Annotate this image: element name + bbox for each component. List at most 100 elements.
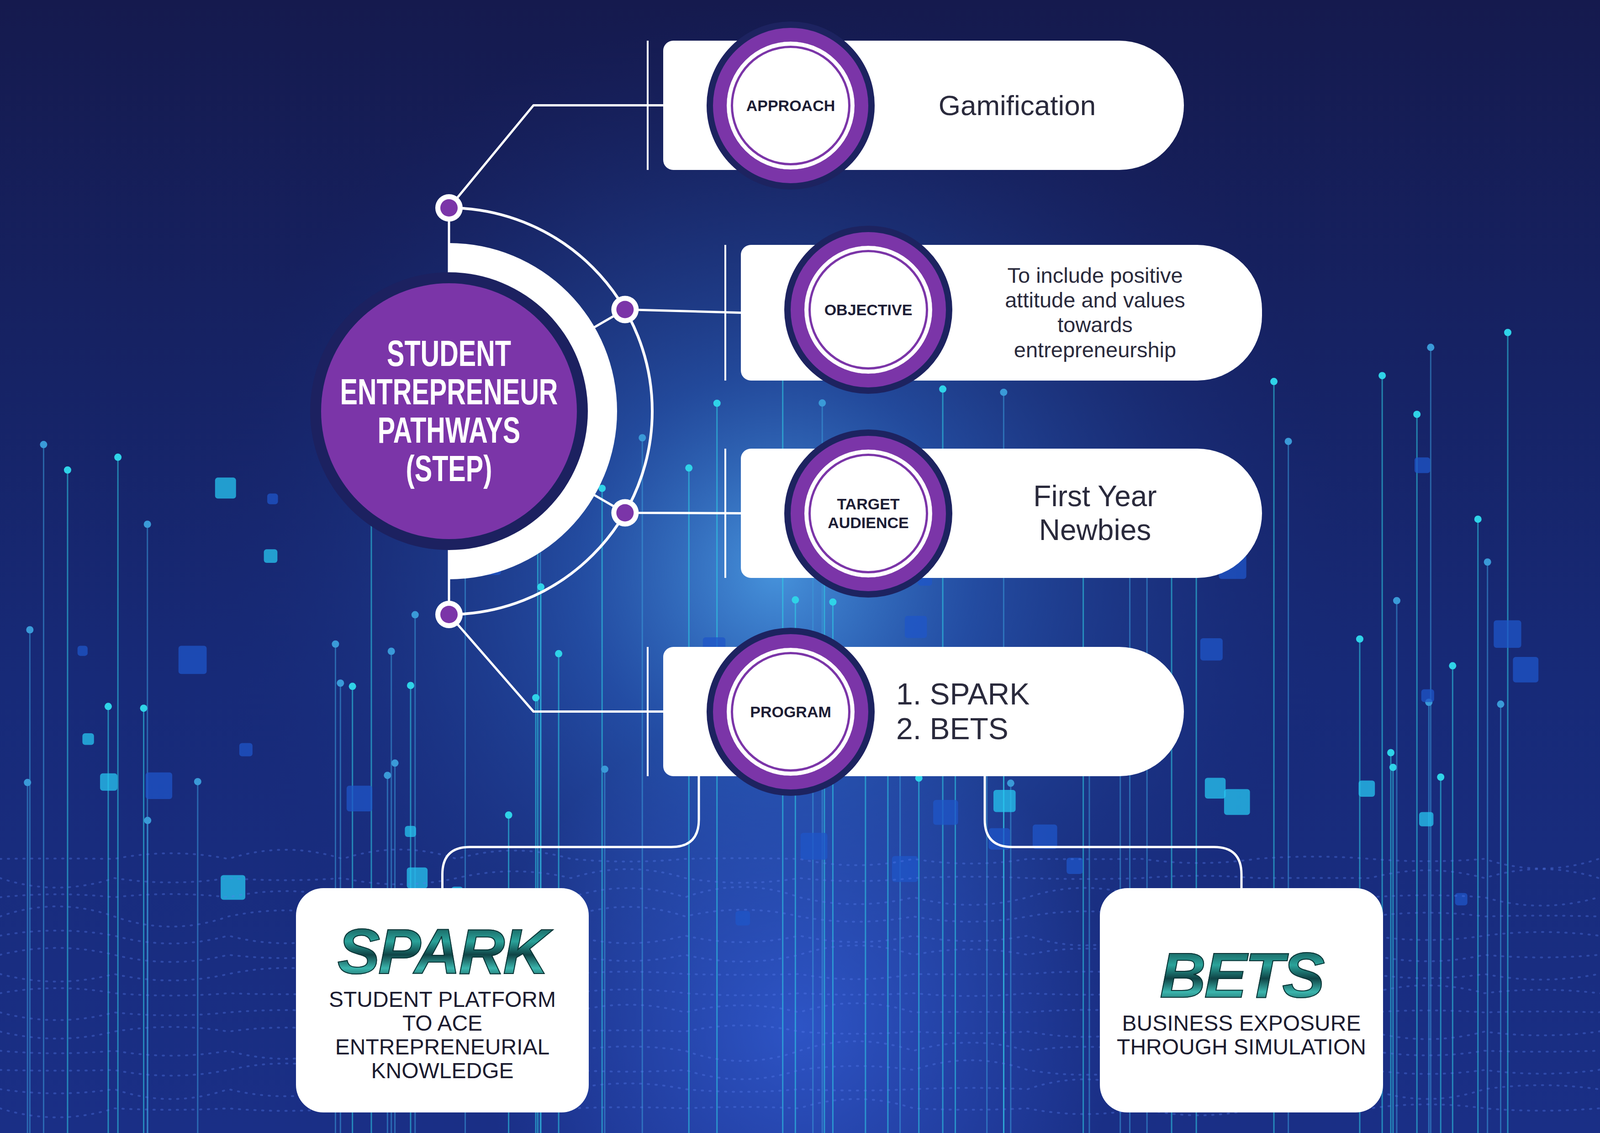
data-square [145,772,173,799]
data-line [142,707,145,1133]
text-area: To include positive attitude and values … [955,244,1235,381]
connector [442,776,700,888]
pill-text: Gamification [938,89,1097,122]
data-square [1493,620,1521,648]
data-dot [411,611,419,619]
data-dot [554,649,563,658]
data-line [147,820,149,1133]
tech-decoration [0,317,1600,1133]
data-square [267,493,278,504]
arc-dot [435,600,463,629]
data-line [641,437,644,1133]
floor-glow [0,730,1600,1133]
data-dot [1497,700,1505,708]
data-square [1224,788,1251,815]
contour-line [0,849,1600,868]
hub-circle: STUDENT ENTREPRENEUR PATHWAYS (STEP) [321,283,577,539]
data-square [1414,457,1431,473]
data-square [1512,656,1539,683]
data-square [904,615,927,638]
data-square [404,825,416,837]
data-square [933,799,958,825]
pill-text: First Year Newbies [999,479,1192,547]
badge-label: PROGRAM [738,702,844,722]
data-dot [383,771,391,779]
data-line [146,523,148,1133]
data-square [215,477,237,499]
data-line [1389,752,1392,1133]
program-description: BUSINESS EXPOSURE THROUGH SIMULATION [1113,1011,1370,1059]
data-dot [638,433,646,442]
info-pill: First Year Newbies TARGET AUDIENCE [740,448,1263,578]
pill-text: 2. BETS [896,711,1009,747]
arc-dot [440,605,458,624]
data-dot [104,702,112,710]
data-line [26,782,29,1133]
data-dot [63,466,72,474]
data-line [812,531,814,1133]
data-square [892,855,919,882]
data-line [1396,600,1398,1133]
data-square [993,789,1016,813]
data-dot [713,399,721,407]
data-dot [194,777,202,786]
data-square [735,910,750,926]
data-dot [1393,596,1401,605]
data-line [688,467,690,1133]
data-dot [1356,635,1364,643]
data-line [1428,702,1430,1133]
data-dot [1387,749,1395,757]
badge-circle: OBJECTIVE [790,232,946,388]
data-dot [1270,377,1278,386]
badge-label: APPROACH [738,96,844,116]
data-line [1392,767,1394,1133]
contour-line [0,868,1600,888]
data-dot [1378,371,1386,380]
data-line [1477,518,1479,1133]
data-square [264,549,278,563]
data-square [77,645,88,656]
data-dot [39,440,48,449]
info-pill: Gamification APPROACH [663,40,1184,170]
data-dot [387,647,396,655]
data-line [1088,768,1090,1133]
data-dot [1436,773,1445,781]
arc-dot [616,504,634,522]
data-square [346,785,373,812]
data-dot [818,399,826,407]
data-dot [391,759,399,767]
text-area: 1. SPARK2. BETS [877,646,1157,777]
info-pill: 1. SPARK2. BETS PROGRAM [663,646,1184,777]
data-square [239,743,253,757]
data-dot [26,626,34,634]
badge-label: TARGET AUDIENCE [815,494,921,533]
data-square [1204,777,1226,799]
data-square [1066,857,1083,874]
data-dot [1426,343,1435,351]
data-line [1452,665,1454,1133]
badge-circle: TARGET AUDIENCE [790,435,946,592]
data-line [1416,414,1418,1133]
program-card: BETSBUSINESS EXPOSURE THROUGH SIMULATION [1099,887,1384,1113]
data-dot [1504,328,1512,337]
data-square [1358,780,1375,797]
pill-text: 1. SPARK [896,676,1030,712]
data-dot [791,596,799,604]
data-square [1032,824,1058,850]
data-square [1419,811,1434,826]
data-dot [1448,661,1457,670]
arc-dot [611,295,639,324]
data-square [800,832,828,860]
hub-title: STUDENT ENTREPRENEUR PATHWAYS (STEP) [337,334,561,488]
data-line [29,629,31,1133]
data-line [1009,782,1012,1133]
connector [448,538,664,712]
data-line [196,781,199,1133]
data-square [82,733,94,745]
badge-label: OBJECTIVE [815,300,921,320]
data-dot [406,681,415,689]
arc-dot [435,194,463,222]
data-dot [999,388,1008,397]
